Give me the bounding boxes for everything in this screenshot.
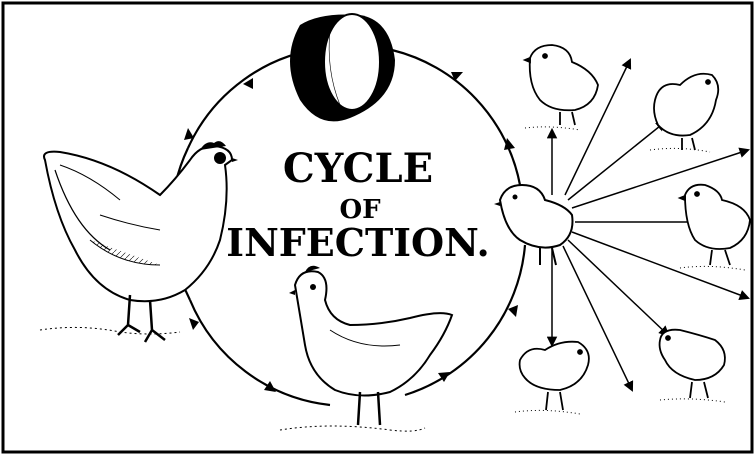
diagram-title: CYCLE OF INFECTION. xyxy=(226,145,489,265)
arrowhead-to-hen xyxy=(189,318,199,330)
young-hen-illustration xyxy=(280,266,452,431)
arrowhead-hen-to-egg xyxy=(184,128,194,140)
chick-bottom xyxy=(520,342,589,410)
chick-lower-right xyxy=(660,330,725,398)
chick-top xyxy=(525,45,598,125)
chick-right xyxy=(680,185,750,265)
adult-hen-illustration xyxy=(40,141,238,342)
arrowhead-pullet-to-hen xyxy=(264,381,276,392)
title-line-1: CYCLE xyxy=(283,145,433,192)
arrowhead-egg-to-chick xyxy=(451,72,463,81)
spread-arrow-3 xyxy=(568,122,665,200)
central-chick-illustration xyxy=(494,185,573,265)
egg-illustration xyxy=(290,14,395,121)
arrowhead-chick-to-pullet xyxy=(508,305,518,317)
chick-upper-right xyxy=(654,74,718,150)
title-line-3: INFECTION. xyxy=(226,220,489,265)
